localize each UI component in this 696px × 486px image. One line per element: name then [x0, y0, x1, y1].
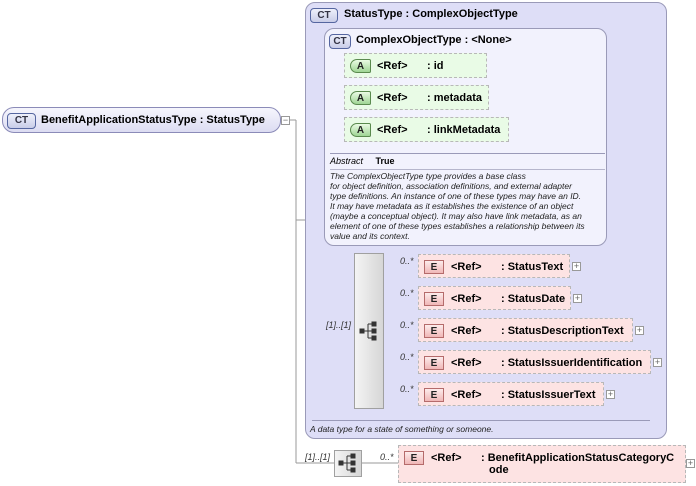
element-icon: E — [424, 388, 444, 402]
expand-icon[interactable]: + — [635, 325, 644, 335]
attribute-metadata[interactable]: A <Ref> : metadata — [344, 85, 489, 110]
element-status-issuer-identification[interactable]: E <Ref> : StatusIssuerIdentification — [418, 350, 651, 374]
element-name: : StatusIssuerIdentification — [501, 357, 643, 369]
abstract-value: True — [375, 156, 395, 166]
element-icon: E — [424, 324, 444, 338]
element-status-date[interactable]: E <Ref> : StatusDate — [418, 286, 571, 310]
root-complex-type[interactable]: CT BenefitApplicationStatusType : Status… — [2, 107, 281, 133]
root-type-label: BenefitApplicationStatusType : StatusTyp… — [41, 114, 265, 126]
expand-icon[interactable]: + — [606, 389, 615, 399]
element-occurrence: 0..* — [400, 352, 414, 362]
attribute-id[interactable]: A <Ref> : id — [344, 53, 487, 78]
sequence-occurrence: [1]..[1] — [305, 452, 331, 462]
sequence-icon — [338, 453, 356, 473]
attribute-ref: <Ref> — [377, 60, 408, 72]
attribute-name: : linkMetadata — [427, 124, 501, 136]
attribute-ref: <Ref> — [377, 92, 408, 104]
attribute-ref: <Ref> — [377, 124, 408, 136]
element-icon: E — [404, 451, 424, 465]
element-ref: <Ref> — [451, 293, 482, 305]
element-ref: <Ref> — [451, 389, 482, 401]
expand-icon[interactable]: + — [572, 261, 581, 271]
attribute-name: : id — [427, 60, 444, 72]
attribute-link-metadata[interactable]: A <Ref> : linkMetadata — [344, 117, 509, 142]
complex-object-type-label: ComplexObjectType : <None> — [356, 34, 512, 46]
element-occurrence: 0..* — [400, 320, 414, 330]
collapse-toggle-icon[interactable]: − — [281, 115, 290, 125]
element-name: : StatusIssuerText — [501, 389, 596, 401]
complex-type-icon: CT — [310, 8, 338, 23]
element-name: : StatusDate — [501, 293, 566, 305]
expand-icon[interactable]: + — [653, 357, 662, 367]
element-icon: E — [424, 356, 444, 370]
expand-icon[interactable]: + — [686, 458, 695, 468]
element-name: : StatusDescriptionText — [501, 325, 624, 337]
attribute-icon: A — [350, 123, 371, 137]
element-occurrence: 0..* — [380, 452, 394, 462]
sequence-occurrence: [1]..[1] — [326, 320, 352, 330]
element-status-text[interactable]: E <Ref> : StatusText — [418, 254, 570, 278]
complex-type-icon: CT — [7, 113, 36, 129]
element-status-issuer-text[interactable]: E <Ref> : StatusIssuerText — [418, 382, 604, 406]
element-occurrence: 0..* — [400, 256, 414, 266]
divider — [312, 420, 650, 421]
element-occurrence: 0..* — [400, 384, 414, 394]
element-benefit-application-status-category-code[interactable]: E <Ref> : BenefitApplicationStatusCatego… — [398, 445, 686, 483]
sequence-icon — [359, 321, 377, 341]
status-type-label: StatusType : ComplexObjectType — [344, 8, 518, 20]
element-icon: E — [424, 260, 444, 274]
element-occurrence: 0..* — [400, 288, 414, 298]
attribute-icon: A — [350, 59, 371, 73]
element-status-description-text[interactable]: E <Ref> : StatusDescriptionText — [418, 318, 633, 342]
element-name: : BenefitApplicationStatusCategoryC ode — [481, 452, 675, 476]
divider — [330, 153, 605, 154]
element-name: : StatusText — [501, 261, 564, 273]
status-type-documentation: A data type for a state of something or … — [310, 424, 494, 434]
abstract-label: Abstract — [330, 156, 364, 166]
element-icon: E — [424, 292, 444, 306]
complex-object-type-documentation: The ComplexObjectType type provides a ba… — [330, 171, 585, 241]
element-ref: <Ref> — [451, 261, 482, 273]
attribute-icon: A — [350, 91, 371, 105]
attribute-name: : metadata — [427, 92, 483, 104]
divider — [330, 169, 605, 170]
complex-type-icon: CT — [329, 34, 351, 49]
expand-icon[interactable]: + — [573, 293, 582, 303]
element-ref: <Ref> — [431, 452, 462, 464]
element-ref: <Ref> — [451, 325, 482, 337]
element-ref: <Ref> — [451, 357, 482, 369]
